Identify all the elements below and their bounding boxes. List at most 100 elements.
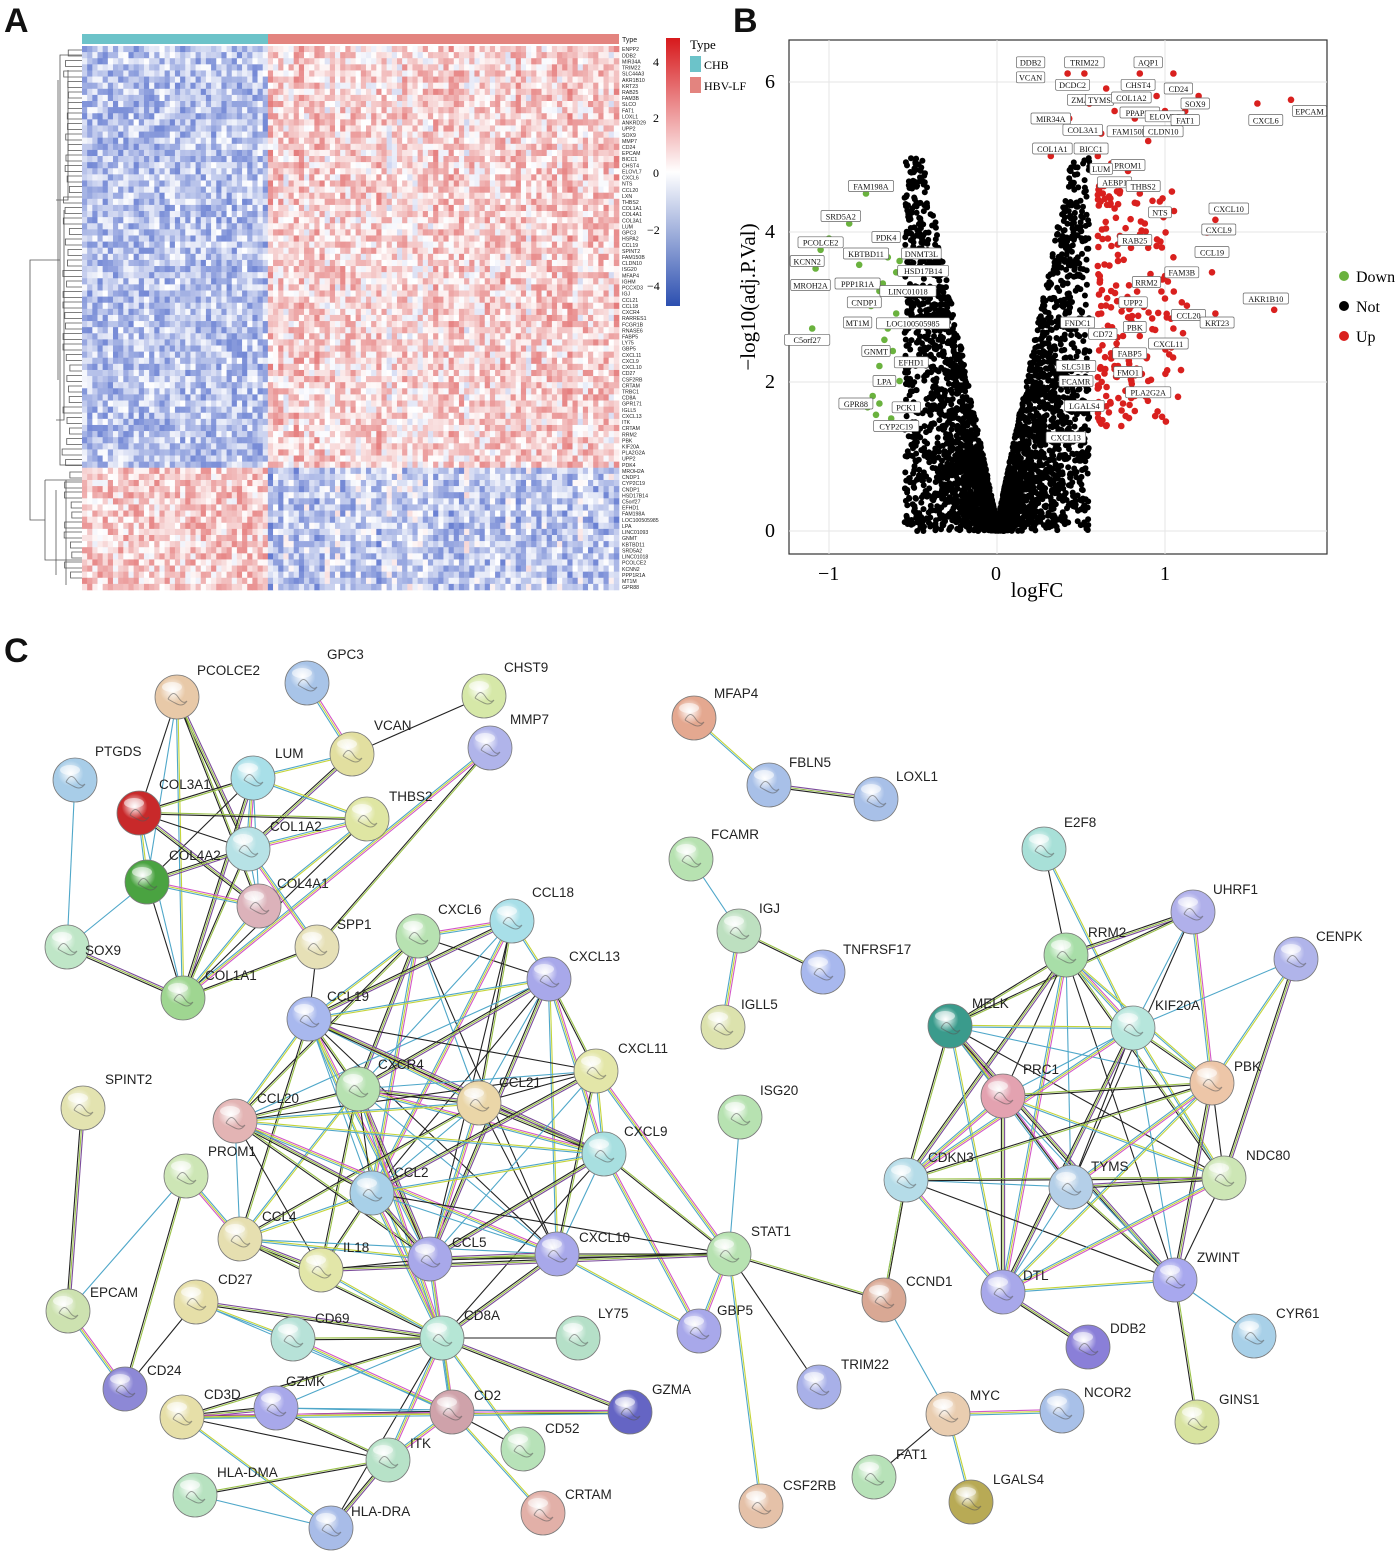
heatmap-cell bbox=[458, 137, 465, 145]
heatmap-cell bbox=[345, 125, 351, 132]
heatmap-cell bbox=[360, 94, 367, 102]
heatmap-cell bbox=[412, 107, 418, 114]
heatmap-cell bbox=[562, 327, 568, 334]
heatmap-cell bbox=[133, 284, 140, 291]
heatmap-cell bbox=[608, 131, 615, 138]
heatmap-cell bbox=[458, 131, 465, 138]
heatmap-cell bbox=[572, 119, 578, 126]
heatmap-cell bbox=[407, 217, 413, 224]
heatmap-cell bbox=[200, 143, 207, 151]
heatmap-cell bbox=[82, 131, 88, 138]
heatmap-cell bbox=[541, 308, 548, 316]
heatmap-cell bbox=[448, 302, 455, 310]
heatmap-cell bbox=[376, 321, 382, 328]
heatmap-cell bbox=[593, 88, 599, 96]
heatmap-cell bbox=[335, 223, 341, 230]
heatmap-cell bbox=[562, 192, 568, 200]
heatmap-cell bbox=[474, 247, 480, 255]
heatmap-cell bbox=[458, 88, 465, 96]
heatmap-cell bbox=[422, 46, 429, 53]
heatmap-cell bbox=[438, 70, 444, 77]
heatmap-cell bbox=[484, 217, 491, 224]
heatmap-cell bbox=[205, 302, 212, 310]
heatmap-cell bbox=[283, 321, 289, 328]
heatmap-cell bbox=[531, 223, 537, 230]
heatmap-cell bbox=[608, 168, 615, 175]
heatmap-cell bbox=[118, 333, 124, 340]
heatmap-cell bbox=[371, 88, 377, 96]
heatmap-cell bbox=[433, 223, 439, 230]
heatmap-cell bbox=[293, 253, 300, 261]
heatmap-cell bbox=[231, 259, 238, 267]
heatmap-cell bbox=[505, 113, 511, 120]
heatmap-cell bbox=[82, 259, 88, 267]
heatmap-cell bbox=[278, 253, 284, 261]
heatmap-cell bbox=[577, 192, 584, 200]
heatmap-cell bbox=[252, 314, 258, 322]
heatmap-cell bbox=[118, 223, 124, 230]
heatmap-cell bbox=[97, 321, 103, 328]
heatmap-cell bbox=[355, 314, 362, 322]
heatmap-cell bbox=[365, 82, 372, 90]
heatmap-cell bbox=[520, 113, 527, 120]
heatmap-cell bbox=[474, 223, 480, 230]
heatmap-cell bbox=[510, 241, 517, 249]
heatmap-cell bbox=[443, 70, 449, 77]
heatmap-cell bbox=[154, 46, 160, 53]
heatmap-cell bbox=[143, 272, 150, 279]
heatmap-cell bbox=[402, 290, 408, 297]
heatmap-cell bbox=[174, 204, 181, 212]
heatmap-cell bbox=[329, 321, 336, 328]
heatmap-cell bbox=[128, 180, 134, 187]
heatmap-cell bbox=[185, 64, 191, 71]
heatmap-cell bbox=[257, 46, 264, 53]
heatmap-cell bbox=[107, 76, 114, 83]
heatmap-cell bbox=[495, 247, 501, 255]
heatmap-cell bbox=[257, 192, 264, 200]
heatmap-cell bbox=[608, 186, 615, 193]
heatmap-cell bbox=[608, 198, 615, 206]
heatmap-cell bbox=[500, 101, 506, 108]
heatmap-cell bbox=[267, 149, 274, 157]
heatmap-cell bbox=[396, 52, 403, 59]
heatmap-cell bbox=[107, 321, 114, 328]
heatmap-cell bbox=[500, 137, 506, 145]
heatmap-cell bbox=[262, 137, 269, 145]
heatmap-cell bbox=[123, 180, 129, 187]
heatmap-cell bbox=[154, 327, 160, 334]
heatmap-cell bbox=[107, 272, 114, 279]
heatmap-cell bbox=[314, 149, 320, 157]
heatmap-cell bbox=[417, 272, 424, 279]
heatmap-cell bbox=[298, 107, 305, 114]
heatmap-cell bbox=[97, 168, 103, 175]
heatmap-cell bbox=[293, 192, 300, 200]
heatmap-cell bbox=[350, 76, 356, 83]
heatmap-cell bbox=[500, 327, 506, 334]
heatmap-cell bbox=[520, 321, 527, 328]
heatmap-cell bbox=[577, 296, 584, 304]
heatmap-cell bbox=[582, 266, 589, 273]
heatmap-cell bbox=[531, 198, 537, 206]
heatmap-cell bbox=[278, 70, 284, 77]
heatmap-cell bbox=[520, 314, 527, 322]
heatmap-cell bbox=[273, 70, 279, 77]
heatmap-cell bbox=[510, 174, 517, 181]
heatmap-cell bbox=[174, 229, 181, 236]
heatmap-cell bbox=[479, 64, 486, 71]
heatmap-cell bbox=[603, 217, 609, 224]
heatmap-cell bbox=[200, 284, 207, 291]
heatmap-cell bbox=[448, 113, 455, 120]
heatmap-cell bbox=[257, 82, 264, 90]
heatmap-cell bbox=[526, 46, 532, 53]
heatmap-cell bbox=[87, 290, 93, 297]
heatmap-cell bbox=[593, 76, 599, 83]
heatmap-cell bbox=[205, 266, 212, 273]
heatmap-cell bbox=[458, 186, 465, 193]
heatmap-cell bbox=[267, 168, 274, 175]
heatmap-cell bbox=[526, 235, 532, 242]
heatmap-cell bbox=[572, 131, 578, 138]
heatmap-cell bbox=[180, 64, 186, 71]
heatmap-cell bbox=[422, 88, 429, 96]
heatmap-cell bbox=[216, 333, 222, 340]
heatmap-cell bbox=[298, 229, 305, 236]
